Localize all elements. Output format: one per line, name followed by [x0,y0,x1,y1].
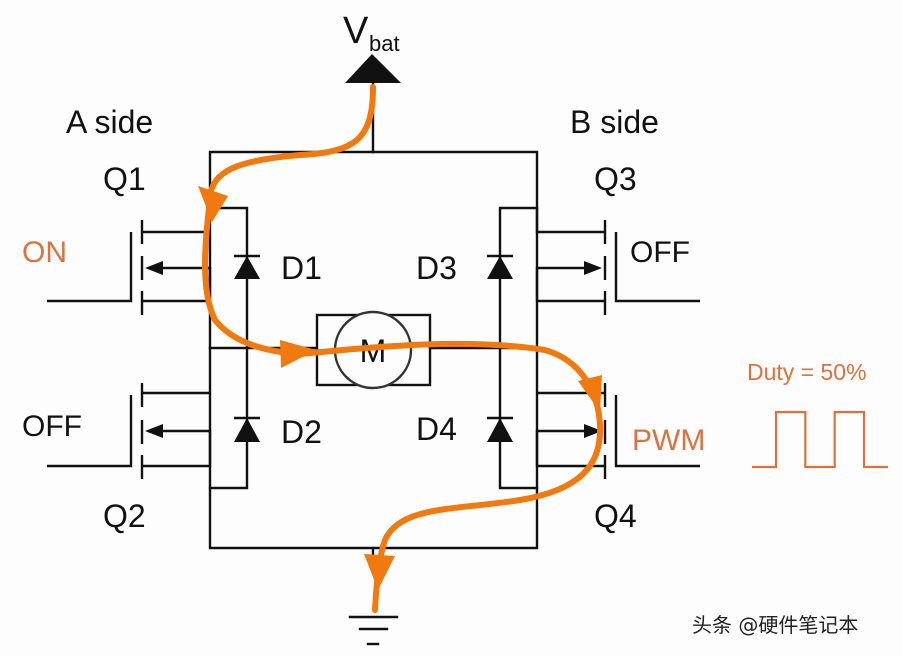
q3-mosfet-icon [535,208,700,315]
d2-diode-icon [234,416,260,442]
vbat-label: V [343,10,369,52]
b-side-label: B side [570,104,659,140]
d2-wire [208,346,249,490]
q3-state-label: OFF [630,236,690,269]
d3-diode-icon [487,254,513,279]
vbat-subscript: bat [369,31,400,56]
q2-mosfet-icon [47,383,212,479]
flow-arrow-icon [198,186,228,222]
top-rail [208,150,539,350]
d1-label: D1 [281,250,322,286]
flow-arrow-icon [364,554,395,590]
pwm-waveform-icon [752,410,888,469]
q4-label: Q4 [594,498,637,534]
q4-state-label: PWM [632,424,705,457]
q2-state-label: OFF [22,410,82,443]
flow-arrow-icon [280,340,316,368]
ground-icon [348,615,399,646]
d3-label: D3 [416,250,457,286]
q3-label: Q3 [594,161,637,197]
duty-cycle-label: Duty = 50% [747,359,867,385]
flow-arrow-icon [578,375,602,412]
a-side-label: A side [66,104,153,140]
d1-diode-icon [234,254,260,279]
q4-mosfet-icon [535,383,700,479]
d3-wire [498,206,539,350]
current-flow-path [198,84,604,613]
d2-label: D2 [281,414,322,450]
q1-label: Q1 [103,161,146,197]
watermark: 头条 @硬件笔记本 [692,613,858,637]
vbat-arrow-icon [345,54,401,83]
d1-wire [208,206,249,350]
d4-label: D4 [416,411,457,447]
q1-mosfet-icon [47,220,212,315]
d4-wire [498,346,539,490]
d4-diode-icon [487,416,513,442]
q1-state-label: ON [22,236,67,269]
flow-segment-motor-to-ground [297,340,604,613]
q2-label: Q2 [103,498,146,534]
